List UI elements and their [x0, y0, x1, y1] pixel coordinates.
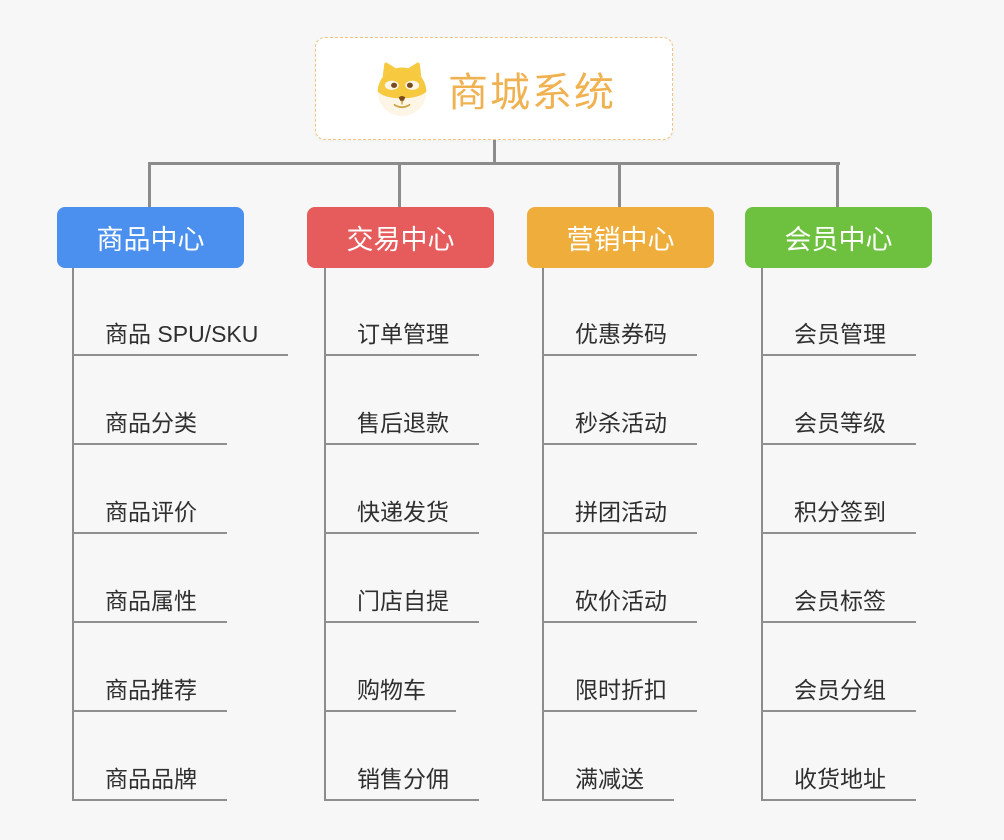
- root-title: 商城系统: [448, 70, 616, 115]
- branch-trunk-2: [324, 268, 326, 801]
- branch-header-product[interactable]: 商品中心: [57, 207, 244, 268]
- leaf-node[interactable]: 商品品牌: [72, 765, 227, 801]
- leaf-node[interactable]: 购物车: [324, 676, 456, 712]
- leaf-node[interactable]: 砍价活动: [542, 587, 697, 623]
- leaf-node[interactable]: 优惠券码: [542, 320, 697, 356]
- leaf-node[interactable]: 售后退款: [324, 409, 479, 445]
- connector-root-trunk: [493, 140, 496, 164]
- branch-trunk-3: [542, 268, 544, 801]
- leaf-node[interactable]: 拼团活动: [542, 498, 697, 534]
- leaf-node[interactable]: 销售分佣: [324, 765, 479, 801]
- leaf-node[interactable]: 商品评价: [72, 498, 227, 534]
- leaf-node[interactable]: 会员分组: [761, 676, 916, 712]
- leaf-node[interactable]: 会员标签: [761, 587, 916, 623]
- leaf-node[interactable]: 快递发货: [324, 498, 479, 534]
- leaf-node[interactable]: 订单管理: [324, 320, 479, 356]
- doge-icon: [377, 62, 427, 116]
- leaf-node[interactable]: 商品分类: [72, 409, 227, 445]
- branch-trunk-1: [72, 268, 74, 801]
- leaf-node[interactable]: 积分签到: [761, 498, 916, 534]
- leaf-node[interactable]: 门店自提: [324, 587, 479, 623]
- leaf-node[interactable]: 商品 SPU/SKU: [72, 320, 289, 356]
- leaf-node[interactable]: 会员管理: [761, 320, 916, 356]
- connector-drop-3: [618, 162, 621, 208]
- leaf-node[interactable]: 满减送: [542, 765, 674, 801]
- leaf-node[interactable]: 收货地址: [761, 765, 916, 801]
- branch-header-trade[interactable]: 交易中心: [307, 207, 494, 268]
- leaf-node[interactable]: 会员等级: [761, 409, 916, 445]
- leaf-node[interactable]: 商品推荐: [72, 676, 227, 712]
- leaf-node[interactable]: 限时折扣: [542, 676, 697, 712]
- connector-drop-4: [836, 162, 839, 208]
- branch-header-marketing[interactable]: 营销中心: [527, 207, 714, 268]
- root-node[interactable]: 商城系统: [315, 37, 673, 140]
- leaf-node[interactable]: 秒杀活动: [542, 409, 697, 445]
- branch-trunk-4: [761, 268, 763, 801]
- branch-header-member[interactable]: 会员中心: [745, 207, 932, 268]
- connector-drop-1: [148, 162, 151, 208]
- connector-main-horizontal: [149, 162, 840, 165]
- leaf-node[interactable]: 商品属性: [72, 587, 227, 623]
- connector-drop-2: [398, 162, 401, 208]
